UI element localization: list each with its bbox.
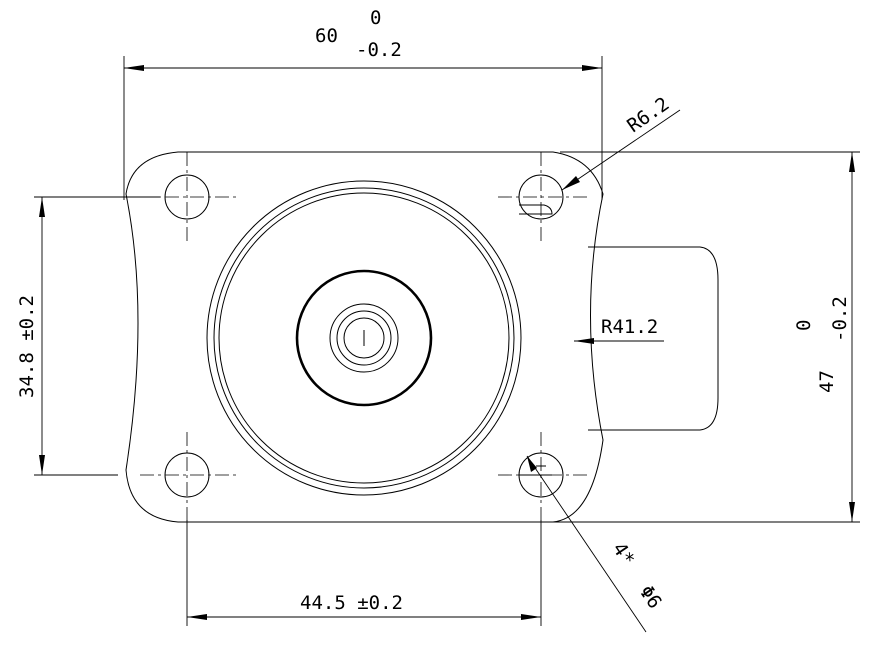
width-lower-tol: -0.2 [356, 39, 402, 61]
hole-spacing-horizontal-label: 44.5 ±0.2 [300, 592, 403, 614]
hole-count-label: 4* [608, 538, 639, 569]
height-nominal: 47 [816, 370, 838, 393]
hole-bottom-left [140, 432, 236, 522]
hole-diameter-label: Φ6 [635, 581, 666, 612]
hole-spacing-vertical-label: 34.8 ±0.2 [16, 295, 38, 398]
swivel-body [588, 246, 719, 431]
dim-hole-spacing-horizontal: 44.5 ±0.2 [186, 520, 542, 626]
hole-bottom-right [498, 432, 588, 522]
bearing-ring [295, 269, 433, 407]
height-upper-tol: 0 [793, 320, 815, 331]
hub-inner [343, 317, 385, 359]
dim-width: 60 0 -0.2 [123, 7, 603, 200]
leader-corner-radius: R6.2 [561, 93, 681, 191]
hole-top-right [498, 152, 588, 242]
corner-radius-label: R6.2 [623, 93, 673, 137]
outer-ring [206, 180, 522, 496]
ring-inner-1 [213, 187, 515, 489]
leader-hole-diameter: 4* Φ6 [526, 455, 666, 633]
hub-outer [329, 303, 399, 373]
dim-height: 47 0 -0.2 [540, 151, 860, 523]
width-nominal: 60 [315, 25, 338, 47]
dim-hole-spacing-vertical: 34.8 ±0.2 [16, 196, 160, 476]
height-lower-tol: -0.2 [829, 296, 851, 342]
hole-top-left [140, 152, 236, 242]
ring-inner-2 [218, 192, 510, 484]
wheel-radius-label: R41.2 [601, 316, 658, 338]
leader-wheel-radius: R41.2 [574, 316, 664, 344]
hub-mid [336, 310, 392, 366]
width-upper-tol: 0 [370, 7, 381, 29]
